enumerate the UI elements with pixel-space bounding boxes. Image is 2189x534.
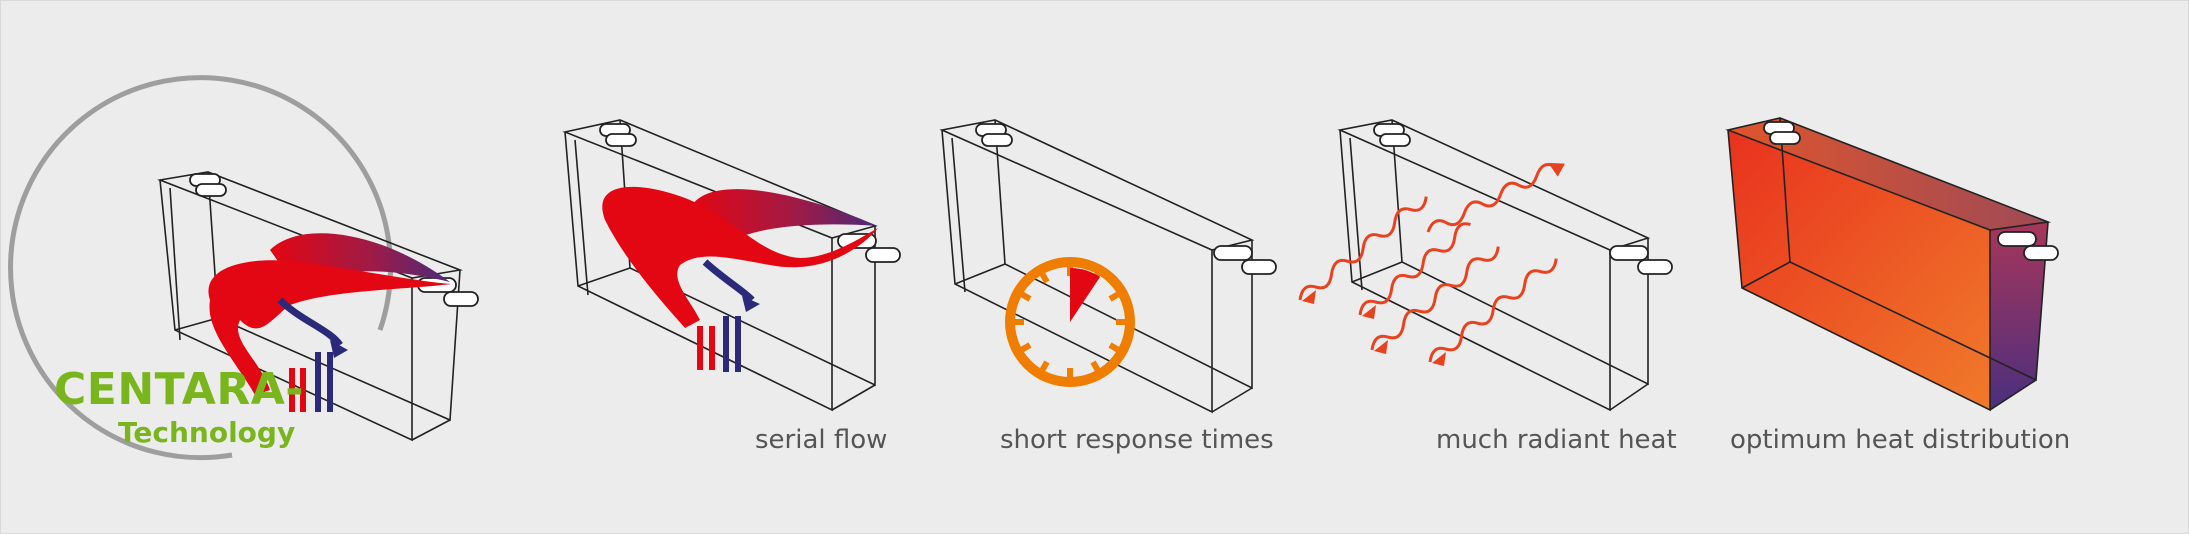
- caption-short-response-times: short response times: [1000, 425, 1274, 455]
- valve-icon: [1373, 123, 1673, 275]
- heat-wave-icons: [1298, 162, 1566, 363]
- caption-serial-flow: serial flow: [755, 425, 888, 455]
- heat-wave-icon: [1428, 258, 1558, 363]
- heat-arrow-icon: [1374, 340, 1388, 354]
- supply-pipe-icon: [289, 368, 306, 412]
- radiator-wireframe: [1337, 119, 1651, 412]
- radiator-wireframe: [562, 119, 878, 412]
- cold-flow-line: [277, 297, 343, 348]
- return-pipe-icon: [315, 352, 333, 412]
- radiant-heat-radiator-icon: [1298, 119, 1673, 412]
- heat-arrow-icon: [1362, 305, 1376, 319]
- heat-wave-icon: [1298, 196, 1428, 301]
- stopwatch-radiator-icon: [939, 119, 1277, 414]
- heat-arrow-icon: [1302, 290, 1316, 304]
- radiator-side-face: [1990, 222, 2048, 410]
- stopwatch-icon: [1005, 257, 1135, 387]
- cold-arrow-icon: [742, 296, 760, 312]
- radiator-front-face: [1728, 130, 1990, 410]
- heat-wave-icon: [1370, 246, 1500, 351]
- radiator-wireframe: [1725, 117, 2052, 412]
- radiator-top-face: [1728, 118, 2048, 230]
- supply-pipe-icon: [697, 326, 715, 370]
- heat-arrow-icon: [1432, 352, 1446, 366]
- centara-technology-icon: [8, 75, 479, 461]
- caption-much-radiant-heat: much radiant heat: [1436, 425, 1677, 455]
- flow-ribbon-lower: [602, 186, 878, 328]
- valve-icon: [975, 123, 1277, 275]
- heat-arrow-icons: [1302, 290, 1446, 366]
- cold-flow-line: [702, 259, 755, 303]
- brand-subtitle: Technology: [118, 416, 296, 449]
- flow-ribbon-lower: [208, 260, 452, 395]
- heat-distribution-radiator-icon: [1725, 117, 2059, 412]
- highlight-circle: [8, 75, 393, 461]
- heat-wave-icon: [1358, 222, 1471, 316]
- serial-flow-radiator-icon: [562, 119, 901, 412]
- brand-title: CENTARA-: [54, 364, 305, 415]
- cold-arrow-icon: [330, 340, 348, 358]
- return-pipe-icon: [723, 316, 741, 372]
- valve-icon: [1763, 121, 2059, 261]
- heat-wave-icon: [1426, 162, 1566, 233]
- caption-optimum-heat-distribution: optimum heat distribution: [1730, 425, 2071, 455]
- valve-icon: [599, 123, 901, 263]
